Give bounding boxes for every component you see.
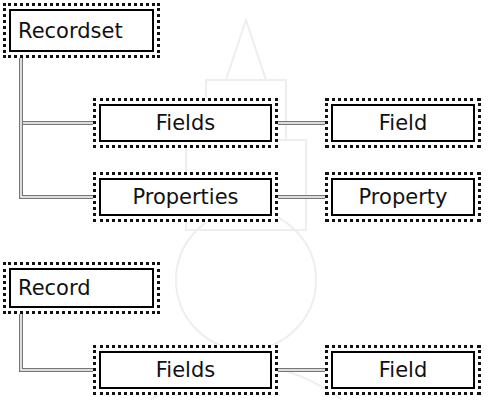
- object-box: Recordset: [3, 3, 160, 58]
- connector-line: [21, 58, 93, 197]
- object-box: Property: [325, 172, 481, 222]
- connector-line: [21, 314, 93, 370]
- object-box: Fields: [93, 98, 278, 148]
- box-label: Recordset: [18, 19, 123, 43]
- object-box: Properties: [93, 172, 278, 222]
- connector-line: [278, 123, 325, 124]
- box-label: Field: [379, 111, 427, 135]
- object-box: Record: [3, 262, 160, 314]
- box-label: Properties: [132, 185, 238, 209]
- object-box: Fields: [93, 345, 278, 395]
- box-label: Property: [359, 185, 448, 209]
- connector-line: [278, 197, 325, 198]
- box-label: Fields: [156, 111, 215, 135]
- connector-line: [278, 370, 325, 371]
- object-box: Field: [325, 98, 481, 148]
- object-box: Field: [325, 345, 481, 395]
- box-label: Record: [18, 276, 91, 300]
- connector-line: [21, 58, 93, 123]
- box-label: Fields: [156, 358, 215, 382]
- box-label: Field: [379, 358, 427, 382]
